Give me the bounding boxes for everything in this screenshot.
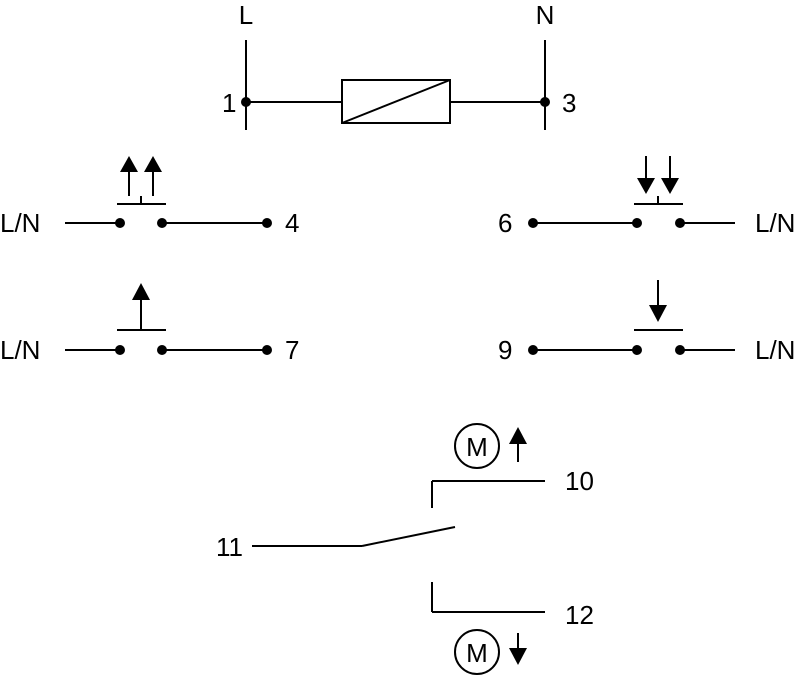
terminal-label-12: 12 [565,600,594,630]
coil-slash [341,79,451,124]
input-label-4: L/N [0,208,40,238]
input-label-9: L/N [755,335,795,365]
terminal-label-10: 10 [565,466,594,496]
pushbutton-4: L/N 4 [0,156,299,238]
label-L: L [239,0,253,30]
terminal-label-7: 7 [285,335,299,365]
motor-down-symbol: M [466,638,488,668]
pushbutton-7: L/N 7 [0,283,299,365]
motor-down-circle [454,629,500,675]
motor-up-circle [454,423,500,469]
double-down-arrow-icon [637,156,679,194]
pushbutton-6: 6 L/N [498,156,795,238]
input-label-6: L/N [755,208,795,238]
input-label-7: L/N [0,335,40,365]
label-N: N [536,0,555,30]
motor-up-arrow-icon [509,427,527,462]
terminal-label-1: 1 [222,88,236,118]
double-up-arrow-icon [120,156,162,196]
terminal-label-4: 4 [285,208,299,238]
up-arrow-icon [132,283,150,330]
motor-relay: M 10 11 12 M [216,423,594,675]
terminal-label-9: 9 [498,335,512,365]
down-arrow-icon [649,280,667,322]
terminal-label-3: 3 [562,88,576,118]
motor-down-arrow-icon [509,633,527,665]
terminal-label-11: 11 [216,532,243,562]
terminal-dot-1 [241,97,251,107]
terminal-dot-3 [540,97,550,107]
contact-lever [361,526,456,547]
motor-up-symbol: M [466,432,488,462]
pushbutton-9: 9 L/N [498,280,795,365]
terminal-label-6: 6 [498,208,512,238]
